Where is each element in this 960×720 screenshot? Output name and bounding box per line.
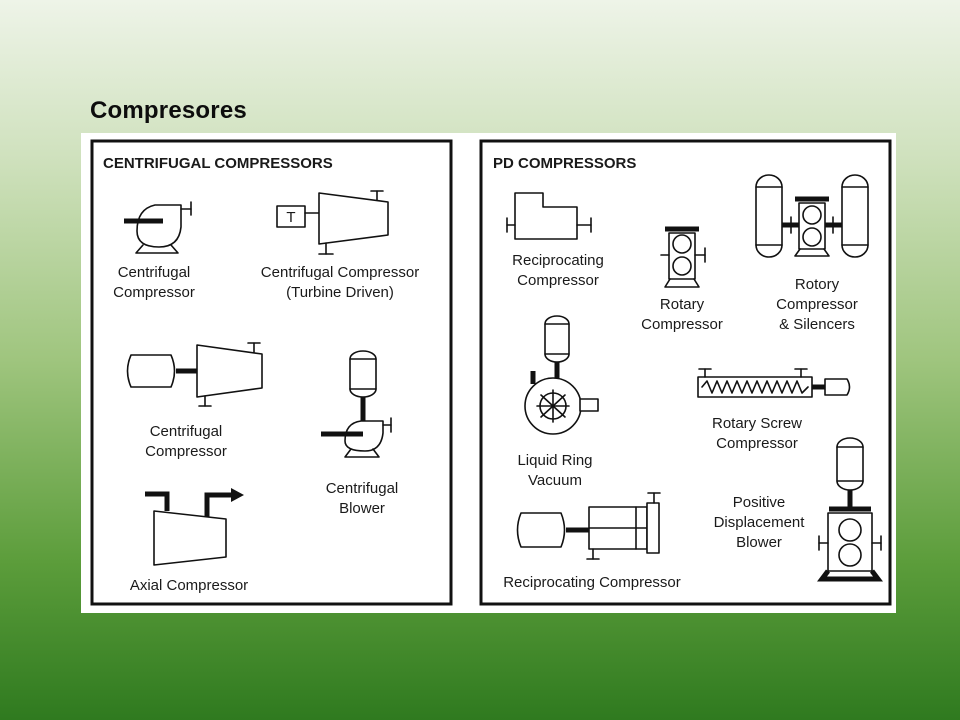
reciprocating-compressor-1-label-2: Compressor — [517, 272, 599, 289]
positive-displacement-blower-symbol — [817, 437, 883, 582]
pd-panel-header: PD COMPRESSORS — [493, 155, 636, 172]
reciprocating-compressor-2-symbol — [516, 492, 661, 560]
pd-blower-label-3: Blower — [736, 534, 782, 551]
rotary-compressor-symbol — [660, 226, 706, 288]
pd-blower-label-1: Positive — [733, 494, 786, 511]
centrifugal-compressor-2-label-1: Centrifugal — [150, 423, 223, 440]
centrifugal-compressor-label-2: Compressor — [113, 284, 195, 301]
turbine-driven-label-1: Centrifugal Compressor — [261, 264, 419, 281]
compressor-diagram: CENTRIFUGAL COMPRESSORS PD COMPRESSORS C… — [90, 139, 892, 606]
liquid-ring-vacuum-label-1: Liquid Ring — [517, 452, 592, 469]
liquid-ring-vacuum-label-2: Vacuum — [528, 472, 582, 489]
rotory-silencers-label-3: & Silencers — [779, 316, 855, 333]
reciprocating-compressor-1-label-1: Reciprocating — [512, 252, 604, 269]
reciprocating-compressor-1-symbol — [506, 192, 592, 240]
motor-driven-compressor-symbol — [126, 342, 263, 407]
rotory-silencers-label-2: Compressor — [776, 296, 858, 313]
centrifugal-compressor-label-1: Centrifugal — [118, 264, 191, 281]
pd-blower-label-2: Displacement — [714, 514, 806, 531]
centrifugal-compressor-2-label-2: Compressor — [145, 443, 227, 460]
centrifugal-compressor-symbol — [124, 201, 192, 254]
turbine-driven-label-2: (Turbine Driven) — [286, 284, 394, 301]
centrifugal-panel-header: CENTRIFUGAL COMPRESSORS — [103, 155, 333, 172]
centrifugal-panel-frame — [90, 139, 453, 606]
centrifugal-blower-label-1: Centrifugal — [326, 480, 399, 497]
rotary-compressor-label-2: Compressor — [641, 316, 723, 333]
slide-title: Compresores — [90, 97, 247, 124]
reciprocating-compressor-2-label: Reciprocating Compressor — [503, 574, 681, 591]
compressor-symbols-figure: CENTRIFUGAL COMPRESSORS PD COMPRESSORS C… — [81, 133, 896, 613]
centrifugal-blower-label-2: Blower — [339, 500, 385, 517]
rotory-silencers-symbol — [755, 174, 869, 258]
pd-panel-frame — [479, 139, 892, 606]
axial-compressor-symbol — [145, 488, 244, 566]
rotary-compressor-label-1: Rotary — [660, 296, 705, 313]
turbine-driven-compressor-symbol — [276, 190, 389, 255]
centrifugal-blower-symbol — [321, 350, 392, 458]
rotary-screw-label-2: Compressor — [716, 435, 798, 452]
rotary-screw-compressor-symbol — [697, 368, 851, 398]
turbine-symbol-letter: T — [286, 209, 295, 226]
liquid-ring-vacuum-symbol — [524, 315, 599, 435]
axial-compressor-label: Axial Compressor — [130, 577, 248, 594]
rotary-screw-label-1: Rotary Screw — [712, 415, 802, 432]
rotory-silencers-label-1: Rotory — [795, 276, 840, 293]
